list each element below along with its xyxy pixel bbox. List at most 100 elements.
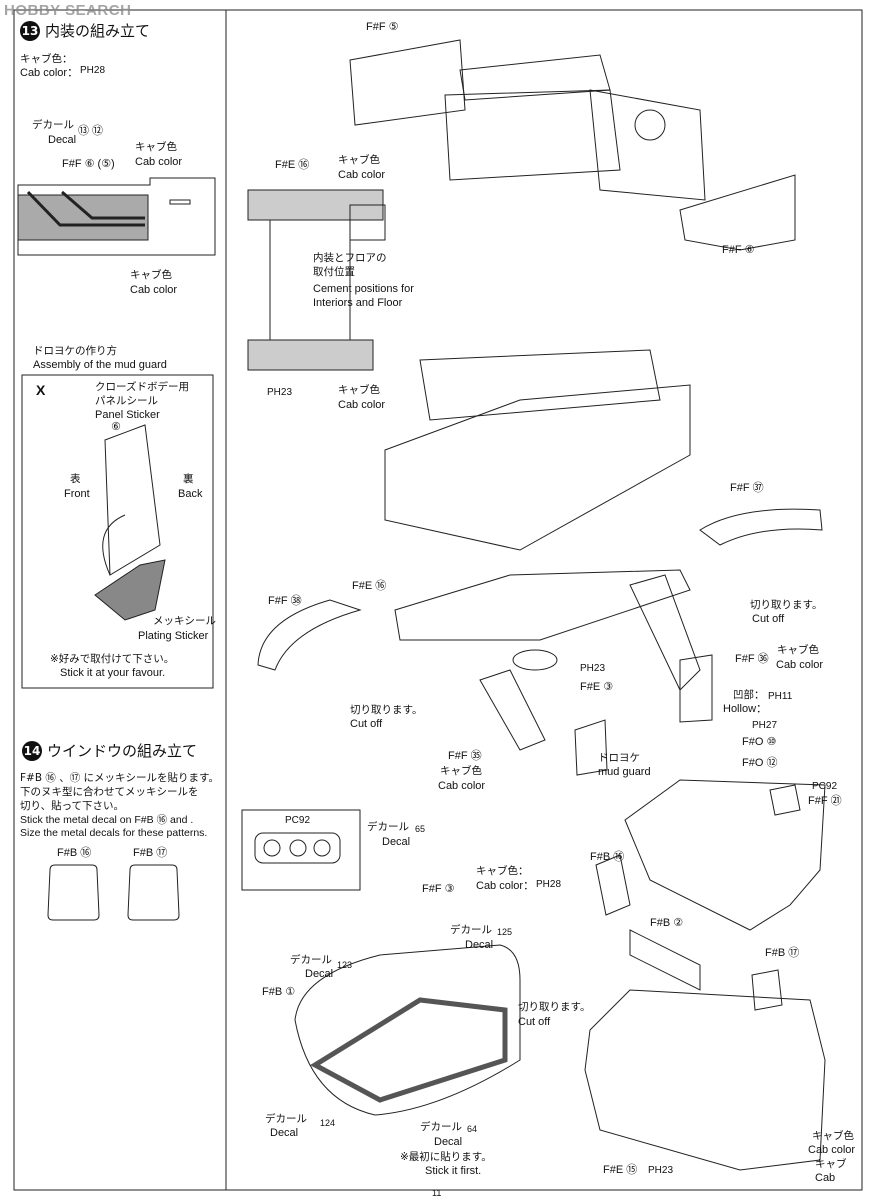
part-label: F#F ㊱ — [735, 653, 769, 665]
cab-color-callout-jp: キャブ色 — [812, 1130, 854, 1142]
plating-label-en: Plating Sticker — [138, 630, 209, 642]
part-label: F#F ㉟ — [448, 750, 482, 762]
instruction-jp: F#B ⑯ 、⑰ にメッキシールを貼ります。 — [20, 772, 220, 784]
part-label: F#E ③ — [580, 681, 614, 693]
mudguard-label-jp: ドロヨケ — [598, 752, 640, 764]
part-label: F#F ㊳ — [268, 595, 302, 607]
front-label-jp: 表 — [70, 473, 81, 485]
decal-label-jp: デカール — [420, 1121, 462, 1133]
part-label: F#F ㉑ — [808, 795, 842, 807]
lower-tub-drawing — [294, 944, 521, 1116]
cut-off-label-en: Cut off — [752, 613, 785, 625]
part-label: F#O ⑩ — [742, 736, 777, 748]
decal-label-en: Decal — [270, 1127, 299, 1139]
note-jp: ※好みで取付けて下さい。 — [50, 653, 175, 665]
page-number: 11 — [432, 1188, 442, 1198]
paint-code: PH27 — [752, 720, 778, 731]
scissors-mark: X — [36, 382, 46, 398]
decal-number: 64 — [467, 1124, 478, 1134]
hollow-label-en: Hollow： — [723, 703, 768, 715]
part-label: F#F ㊲ — [730, 482, 764, 494]
part-label: F#E ⑮ — [603, 1164, 638, 1176]
pattern-fb16 — [47, 864, 100, 921]
instruction-jp: 切り、貼って下さい。 — [20, 800, 125, 812]
hollow-label-jp: 凹部： — [733, 689, 765, 701]
decal-label-en: Decal — [48, 134, 77, 146]
step14-header: 14 ウインドウの組み立て — [22, 740, 197, 761]
instruction-en: Size the metal decals for these patterns… — [20, 827, 208, 839]
cab-color-callout-en: Cab color — [135, 156, 183, 168]
cab-color-callout-en: Cab color — [808, 1144, 856, 1156]
part-label: F#O ⑫ — [742, 757, 778, 769]
cut-off-label-jp: 切り取ります。 — [518, 1001, 591, 1013]
note-en: Stick it at your favour. — [60, 667, 166, 679]
step13-header: 13 内装の組み立て — [20, 20, 150, 41]
decal-number: 65 — [415, 824, 426, 834]
interior-side-view — [17, 177, 216, 256]
note-jp: ※最初に貼ります。 — [400, 1151, 492, 1163]
mudguard-title-jp: ドロヨケの作り方 — [33, 345, 117, 357]
pc92-decal-box — [241, 809, 361, 891]
cab-color-callout-jp: キャブ色 — [130, 269, 172, 281]
decal-label-jp: デカール — [290, 954, 332, 966]
paint-code: PH28 — [80, 65, 106, 76]
pattern-label: F#B ⑯ — [57, 847, 92, 859]
interior-top-drawing — [349, 39, 796, 251]
paint-code: PH23 — [267, 387, 293, 398]
cab-color-label-en: Cab color： — [20, 67, 79, 79]
paint-code: PH23 — [648, 1165, 674, 1176]
cab-color-label-jp: キャブ色： — [20, 53, 73, 65]
instruction-en: Stick the metal decal on F#B ⑯ and . — [20, 814, 194, 826]
decal-label-en: Decal — [382, 836, 411, 848]
cab-color-callout-jp: キャブ色 — [440, 765, 482, 777]
panel-label-en: Panel Sticker — [95, 409, 160, 421]
part-label: F#E ⑯ — [275, 159, 310, 171]
back-label-jp: 裏 — [183, 473, 194, 485]
step-number: 14 — [22, 740, 42, 761]
mudguard-title-en: Assembly of the mud guard — [33, 359, 167, 371]
cement-label-jp: 取付位置 — [313, 266, 355, 278]
cab-color-callout-jp: キャブ色 — [338, 384, 380, 396]
decal-label-jp: デカール — [450, 924, 492, 936]
decal-number: 124 — [320, 1118, 336, 1128]
paint-code: PH23 — [580, 663, 606, 674]
cement-label-en: Interiors and Floor — [313, 297, 403, 309]
cab-callout-jp: キャブ — [815, 1158, 847, 1170]
part-label: F#B ② — [650, 917, 684, 929]
cab-color-callout-jp: キャブ色 — [338, 154, 380, 166]
cut-off-label-en: Cut off — [350, 718, 383, 730]
pattern-label: F#B ⑰ — [133, 847, 168, 859]
decal-label-jp: デカール — [265, 1113, 307, 1125]
cut-off-label-jp: 切り取ります。 — [750, 599, 823, 611]
upper-cab-drawing — [584, 779, 826, 1171]
decal-number: 123 — [337, 960, 353, 970]
cut-off-label-jp: 切り取ります。 — [350, 704, 423, 716]
part-label: F#B ⑰ — [765, 947, 800, 959]
cab-color-callout-jp: キャブ色 — [135, 141, 177, 153]
decal-sheet-code: PC92 — [285, 815, 311, 826]
note-en: Stick it first. — [425, 1165, 482, 1177]
decal-label-jp: デカール — [367, 821, 409, 833]
cab-color-callout-en: Cab color — [130, 284, 178, 296]
paint-code: PC92 — [812, 781, 838, 792]
decal-numbers: ⑬ ⑫ — [78, 125, 104, 137]
step-number: 13 — [20, 20, 40, 41]
mudguard-sticker-drawing — [94, 424, 166, 621]
decal-number: 125 — [497, 927, 513, 937]
part-label: F#F ⑤ — [366, 21, 399, 33]
mudguard-box — [21, 374, 214, 689]
decal-label-en: Decal — [305, 968, 334, 980]
decal-label-jp: デカール — [32, 119, 74, 131]
panel-label-jp2: パネルシール — [95, 395, 158, 407]
front-label-en: Front — [64, 488, 90, 500]
part-label: F#F ③ — [422, 883, 455, 895]
page-frame — [13, 9, 863, 1191]
instruction-jp: 下のヌキ型に合わせてメッキシールを — [20, 786, 199, 798]
part-label: F#E ⑯ — [352, 580, 387, 592]
cement-label-jp: 内装とフロアの — [313, 252, 387, 264]
panel-label-jp: クローズドボデー用 — [95, 381, 189, 393]
plating-label-jp: メッキシール — [153, 615, 216, 627]
cab-color-label-en: Cab color： — [476, 880, 535, 892]
cab-color-callout-en: Cab color — [776, 659, 824, 671]
cut-off-label-en: Cut off — [518, 1016, 551, 1028]
